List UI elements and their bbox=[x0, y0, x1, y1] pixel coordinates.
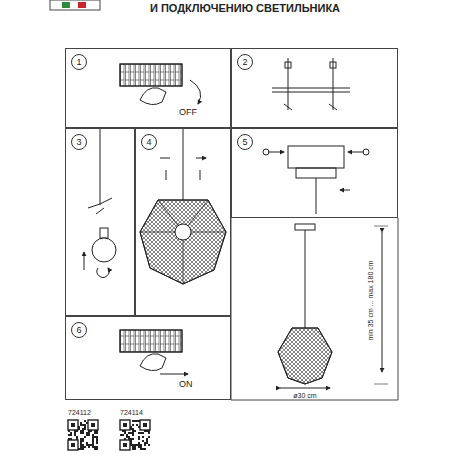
step-number: 3 bbox=[71, 134, 87, 150]
mounting-bar bbox=[272, 58, 350, 110]
step-panel: 6ON bbox=[65, 316, 231, 400]
step-number: 6 bbox=[71, 322, 87, 338]
step-panel: 2 bbox=[231, 48, 398, 128]
article-number: 724114 bbox=[120, 409, 143, 416]
sheet-title: И ПОДКЛЮЧЕНИЮ СВЕТИЛЬНИКА bbox=[150, 2, 340, 14]
logo-box bbox=[50, 0, 100, 10]
switch-state: OFF bbox=[178, 107, 198, 117]
switch-state: ON bbox=[178, 379, 194, 389]
panel-frame bbox=[231, 218, 398, 400]
dimension-height: min 35 cm ... max 180 cm bbox=[366, 260, 373, 340]
qr-code bbox=[68, 420, 150, 450]
step-number: 5 bbox=[237, 134, 253, 150]
lamp-shade bbox=[140, 128, 226, 284]
canopy bbox=[263, 146, 369, 214]
step-panel: 1OFF bbox=[65, 48, 231, 128]
step-panel: 3 bbox=[65, 128, 135, 316]
step-panel: 4 bbox=[135, 128, 231, 316]
bulb bbox=[84, 128, 116, 277]
terminal-block bbox=[120, 64, 201, 105]
step-number: 2 bbox=[237, 54, 253, 70]
lamp-dimensions bbox=[278, 224, 388, 388]
article-number: 724112 bbox=[68, 409, 91, 416]
step-panel: 5 bbox=[231, 128, 398, 218]
step-number: 1 bbox=[71, 54, 87, 70]
dimension-diameter: ø30 cm bbox=[293, 392, 316, 399]
terminal-block bbox=[120, 330, 188, 374]
step-number: 4 bbox=[141, 134, 157, 150]
